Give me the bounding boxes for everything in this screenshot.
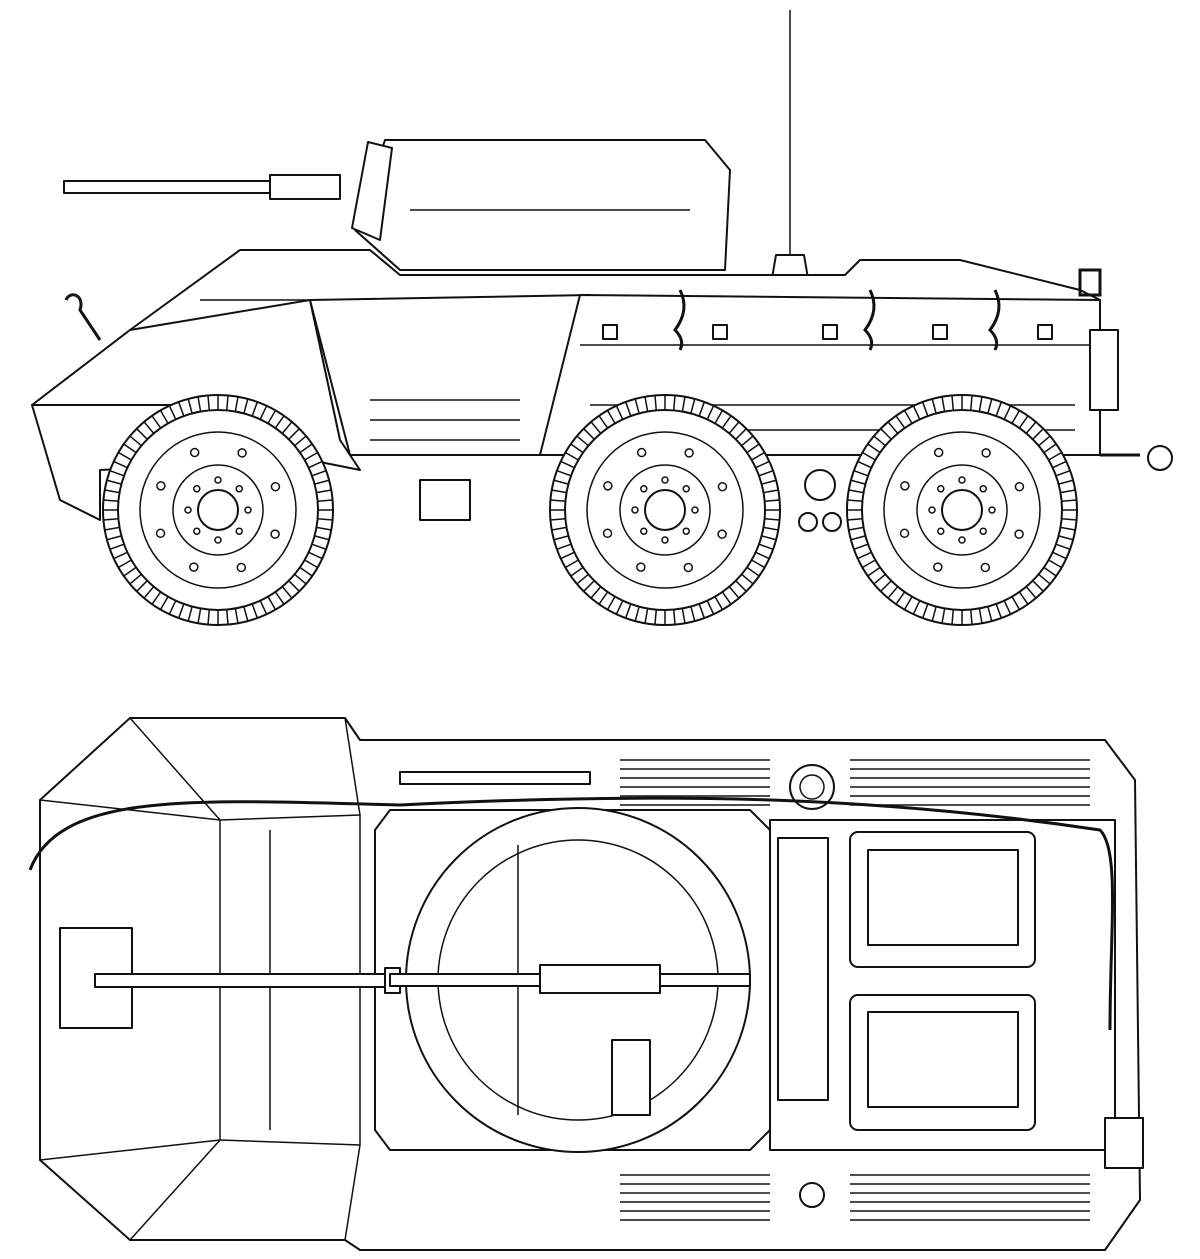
- chains: [602, 289, 1053, 351]
- grilles: [620, 759, 1090, 1221]
- chain: [863, 289, 876, 351]
- rear-stowage-box: [1089, 329, 1119, 411]
- clamp: [822, 324, 838, 340]
- clamp: [1037, 324, 1053, 340]
- gun-mantlet: [351, 141, 393, 241]
- chain: [988, 289, 1001, 351]
- gun-barrel: [63, 180, 275, 194]
- wheel: [549, 394, 781, 626]
- top-view: [28, 717, 1144, 1251]
- rear-tow-hook: [1078, 268, 1140, 457]
- wheel: [102, 394, 334, 626]
- clamp: [602, 324, 618, 340]
- wheel: [846, 394, 1078, 626]
- side-wheels: [102, 394, 1078, 626]
- turret: [354, 139, 731, 271]
- main-gun-barrel: [94, 973, 386, 988]
- front-tow-hook: [64, 293, 102, 341]
- chain: [673, 289, 686, 351]
- clamp: [932, 324, 948, 340]
- side-view: [31, 10, 1173, 626]
- clamp: [712, 324, 728, 340]
- antenna-cable: [28, 796, 1114, 1031]
